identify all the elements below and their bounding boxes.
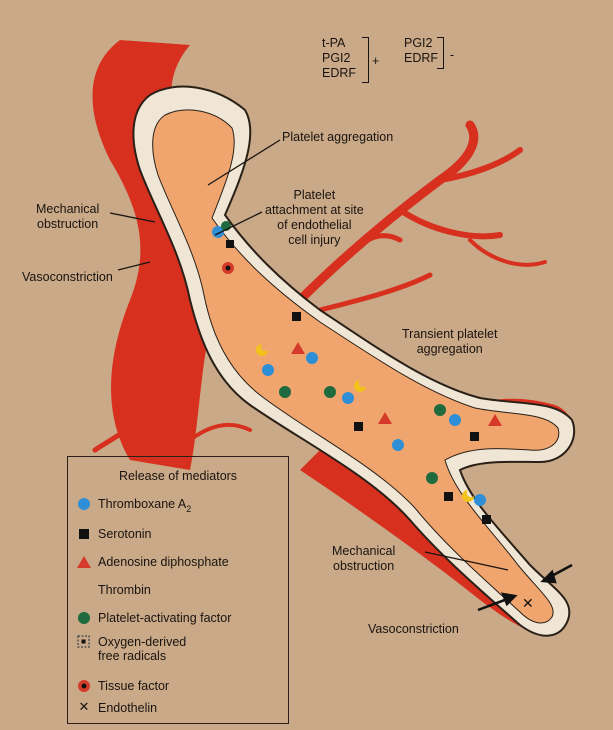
legend-title: Release of mediators	[118, 469, 238, 483]
serotonin-square	[226, 240, 234, 248]
label-line: obstruction	[37, 217, 99, 231]
paf-dot	[324, 386, 336, 398]
blue-circle-icon	[76, 497, 92, 511]
legend-label: Thrombin	[98, 583, 151, 597]
thrombin-crescent	[256, 344, 268, 356]
black-x-icon: ✕	[78, 700, 90, 715]
label-transient-aggregation: Transient platelet aggregation	[402, 327, 497, 357]
paf-dot	[279, 386, 291, 398]
thromboxane-dot	[449, 414, 461, 426]
formula-left-sign: +	[372, 54, 380, 68]
leader-lines	[109, 139, 509, 571]
thromboxane-dot	[392, 439, 404, 451]
formula-right-bracket	[437, 37, 444, 69]
thromboxane-dot	[306, 352, 318, 364]
serotonin-square	[470, 432, 479, 441]
legend-label: Oxygen-derived free radicals	[98, 635, 187, 663]
thrombin-crescent	[462, 490, 474, 502]
label-mechanical-obstruction-bottom: Mechanical obstruction	[332, 544, 395, 574]
paf-dot	[434, 404, 446, 416]
legend-item-adp: Adenosine diphosphate	[76, 555, 229, 569]
vessel-lumen	[152, 109, 560, 624]
serotonin-square	[444, 492, 453, 501]
label-line: Mechanical	[36, 202, 100, 216]
label-vasoconstriction-top: Vasoconstriction	[22, 270, 113, 284]
mediators: ✕	[212, 221, 534, 612]
legend-box: Release of mediators Thromboxane A2 Sero…	[67, 456, 289, 724]
formula-right: PGI2 EDRF	[404, 36, 438, 66]
legend-item-endothelin: ✕ Endothelin	[76, 700, 158, 716]
label-line: Transient platelet	[402, 327, 498, 341]
legend-label: Thromboxane A2	[98, 497, 192, 514]
label-platelet-attachment: Platelet attachment at site of endotheli…	[265, 188, 364, 248]
label-line: Mechanical	[332, 544, 396, 558]
label-line: aggregation	[416, 342, 483, 356]
legend-label: Platelet-activating factor	[98, 611, 232, 625]
formula-tpa: t-PA	[322, 36, 346, 50]
serotonin-square	[292, 312, 301, 321]
legend-item-paf: Platelet-activating factor	[76, 611, 231, 625]
legend-item-thrombin: Thrombin	[76, 583, 151, 597]
legend-label: Tissue factor	[98, 679, 170, 693]
adp-triangle	[291, 342, 305, 354]
adp-triangle	[488, 414, 502, 426]
formula-left: t-PA PGI2 EDRF	[322, 36, 356, 81]
thrombin-crescent	[354, 380, 366, 392]
endothelin-mark: ✕	[522, 596, 534, 612]
thromboxane-dot	[342, 392, 354, 404]
legend-label: Serotonin	[98, 527, 152, 541]
label-line: cell injury	[288, 233, 341, 247]
formula-edrf: EDRF	[322, 66, 357, 80]
thromboxane-dot	[474, 494, 486, 506]
legend-item-tissue-factor: Tissue factor	[76, 679, 169, 693]
label-platelet-aggregation: Platelet aggregation	[282, 130, 394, 144]
label-line: obstruction	[333, 559, 395, 573]
black-square-icon	[76, 527, 92, 541]
paf-dot	[426, 472, 438, 484]
formula-pgi2-right: PGI2	[404, 36, 433, 50]
red-triangle-icon	[76, 555, 92, 569]
formula-edrf-right: EDRF	[404, 51, 439, 65]
label-line: of endothelial	[277, 218, 352, 232]
serotonin-square	[354, 422, 363, 431]
label-vasoconstriction-bottom: Vasoconstriction	[368, 622, 459, 636]
branch-vessels	[92, 120, 547, 453]
legend-item-thromboxane: Thromboxane A2	[76, 497, 192, 514]
green-circle-icon	[76, 611, 92, 625]
label-line: attachment at site	[265, 203, 364, 217]
legend-label: Adenosine diphosphate	[98, 555, 229, 569]
artery-outer	[92, 40, 220, 470]
formula-right-sign: -	[450, 48, 455, 62]
serotonin-square	[482, 515, 491, 524]
label-line: Platelet	[293, 188, 336, 202]
adp-triangle	[378, 412, 392, 424]
legend-label: Endothelin	[98, 701, 158, 715]
legend-item-serotonin: Serotonin	[76, 527, 152, 541]
thromboxane-dot	[262, 364, 274, 376]
formula-pgi2: PGI2	[322, 51, 351, 65]
formula-left-bracket	[362, 37, 369, 83]
constriction-arrows	[477, 563, 573, 612]
dotted-square-icon	[76, 635, 92, 649]
yellow-crescent-icon	[76, 583, 92, 597]
legend-item-oxygen-radicals: Oxygen-derived free radicals	[76, 635, 186, 663]
red-ring-icon	[76, 679, 92, 693]
label-mechanical-obstruction-top: Mechanical obstruction	[36, 202, 99, 232]
